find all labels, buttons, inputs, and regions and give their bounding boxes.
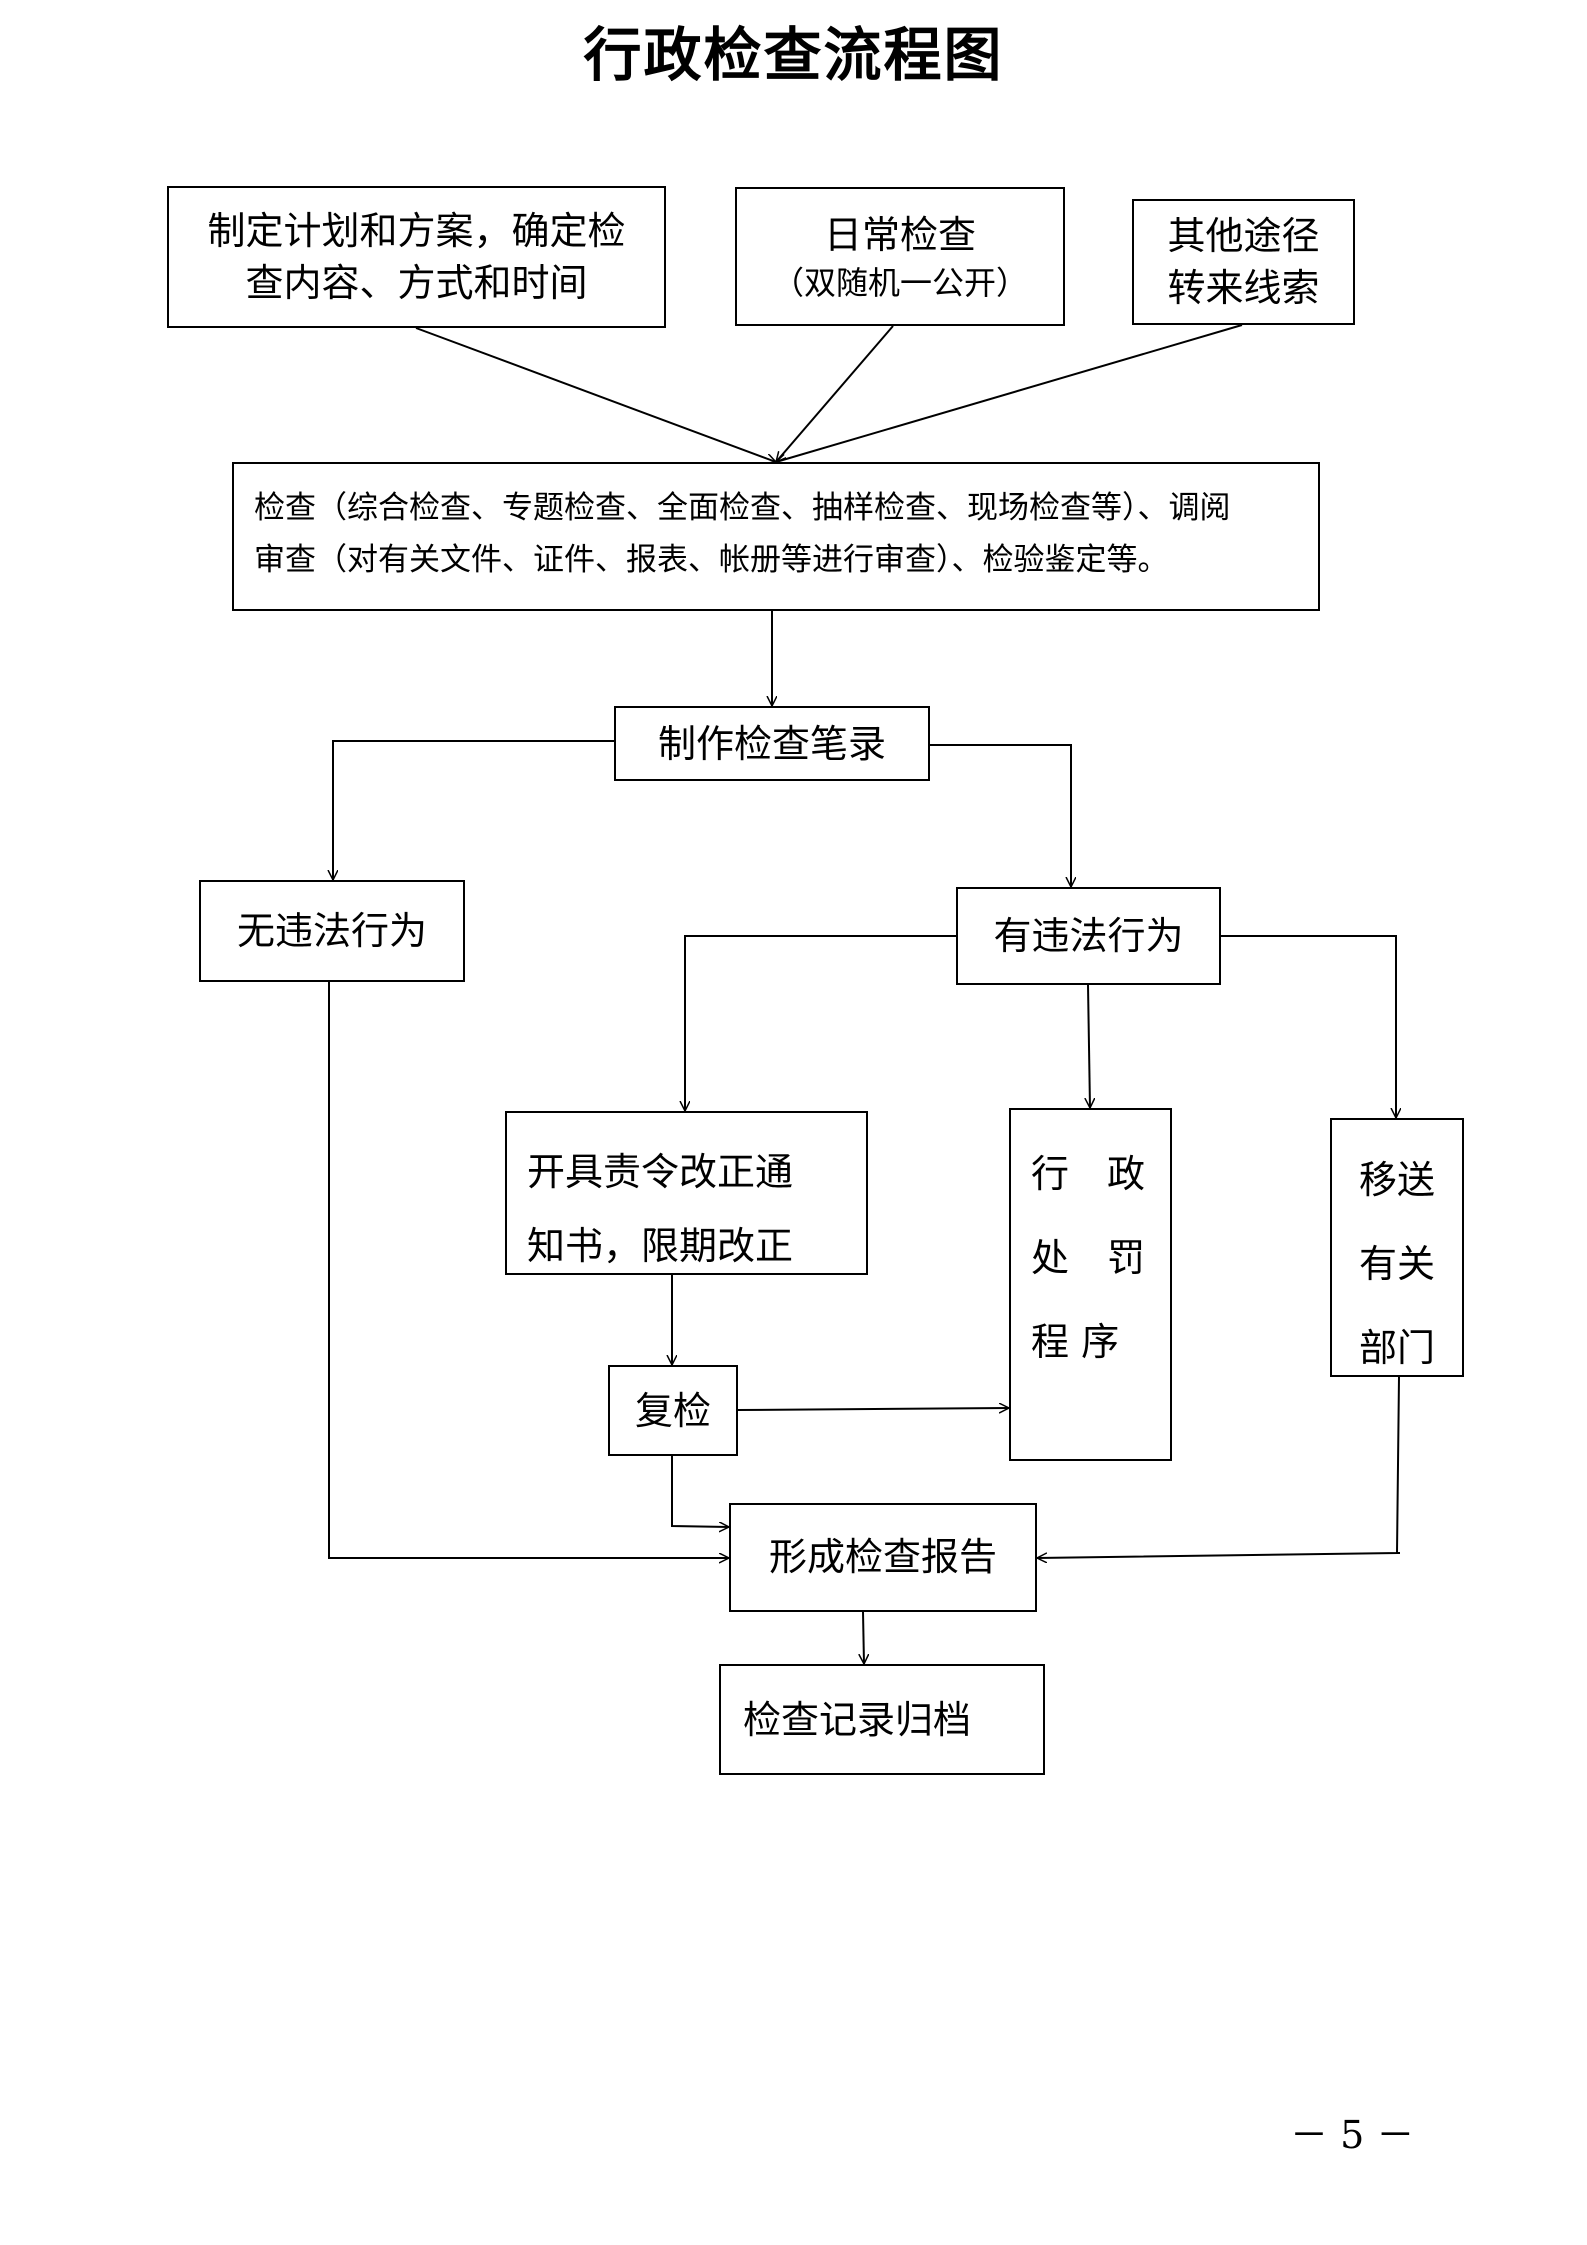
- node-report-label: 形成检查报告: [768, 1535, 997, 1579]
- node-penalty-line1: 行 政: [1031, 1152, 1146, 1196]
- node-rectify-line1: 开具责令改正通: [527, 1150, 794, 1194]
- node-daily: 日常检查 （双随机一公开）: [735, 187, 1065, 326]
- node-rectify-line2: 知书，限期改正: [527, 1224, 794, 1268]
- arrow-plan-to-inspect: [415, 327, 776, 462]
- page-number: － 5 －: [1290, 2113, 1415, 2157]
- node-transfer-line3: 部门: [1358, 1326, 1435, 1370]
- node-no-violation: 无违法行为: [199, 880, 465, 982]
- arrow-daily-to-inspect: [776, 325, 894, 462]
- arrow-violation-to-transfer: [1221, 935, 1396, 1118]
- node-plan-line2: 查内容、方式和时间: [245, 261, 588, 305]
- arrow-record-to-violation: [930, 744, 1071, 887]
- node-penalty-line2: 处 罚: [1031, 1236, 1146, 1280]
- arrow-transfer-to-report: [1037, 1376, 1401, 1558]
- node-penalty-line3: 程 序: [1031, 1320, 1120, 1364]
- node-rectify: 开具责令改正通 知书，限期改正: [505, 1111, 868, 1275]
- node-recheck: 复检: [608, 1365, 738, 1456]
- arrow-recheck-to-report: [671, 1456, 729, 1527]
- page-title: 行政检查流程图: [583, 21, 1004, 89]
- node-daily-line1: 日常检查: [823, 212, 976, 257]
- node-no-violation-label: 无违法行为: [236, 909, 427, 953]
- node-other-line2: 转来线索: [1167, 266, 1320, 310]
- node-violation: 有违法行为: [956, 887, 1221, 985]
- node-plan-line1: 制定计划和方案，确定检: [207, 209, 626, 253]
- node-inspect: 检查（综合检查、专题检查、全面检查、抽样检查、现场检查等）、调阅 审查（对有关文…: [232, 462, 1320, 611]
- arrow-report-to-archive: [863, 1611, 864, 1664]
- node-archive-label: 检查记录归档: [743, 1698, 972, 1742]
- arrow-record-to-no-violation: [333, 740, 614, 880]
- arrow-other-to-inspect: [776, 324, 1243, 462]
- arrow-violation-to-penalty: [1088, 984, 1090, 1108]
- node-report: 形成检查报告: [729, 1503, 1037, 1612]
- node-inspect-line1: 检查（综合检查、专题检查、全面检查、抽样检查、现场检查等）、调阅: [254, 490, 1231, 526]
- node-archive: 检查记录归档: [719, 1664, 1045, 1775]
- node-other: 其他途径 转来线索: [1132, 199, 1355, 325]
- arrow-recheck-to-penalty: [737, 1408, 1009, 1410]
- arrow-violation-to-rectify: [685, 935, 956, 1111]
- node-transfer: 移送 有关 部门: [1330, 1118, 1464, 1377]
- node-inspect-line2: 审查（对有关文件、证件、报表、帐册等进行审查）、检验鉴定等。: [254, 542, 1169, 578]
- node-plan: 制定计划和方案，确定检 查内容、方式和时间: [167, 186, 666, 328]
- node-record: 制作检查笔录: [614, 706, 930, 781]
- node-transfer-line1: 移送: [1358, 1158, 1435, 1202]
- arrow-no-violation-to-report: [328, 982, 729, 1558]
- node-other-line1: 其他途径: [1167, 214, 1320, 258]
- node-daily-line2: （双随机一公开）: [771, 263, 1028, 302]
- node-recheck-label: 复检: [634, 1388, 711, 1433]
- node-violation-label: 有违法行为: [993, 914, 1184, 958]
- node-penalty: 行 政 处 罚 程 序: [1009, 1108, 1172, 1461]
- node-record-label: 制作检查笔录: [657, 721, 886, 766]
- node-transfer-line2: 有关: [1358, 1242, 1435, 1286]
